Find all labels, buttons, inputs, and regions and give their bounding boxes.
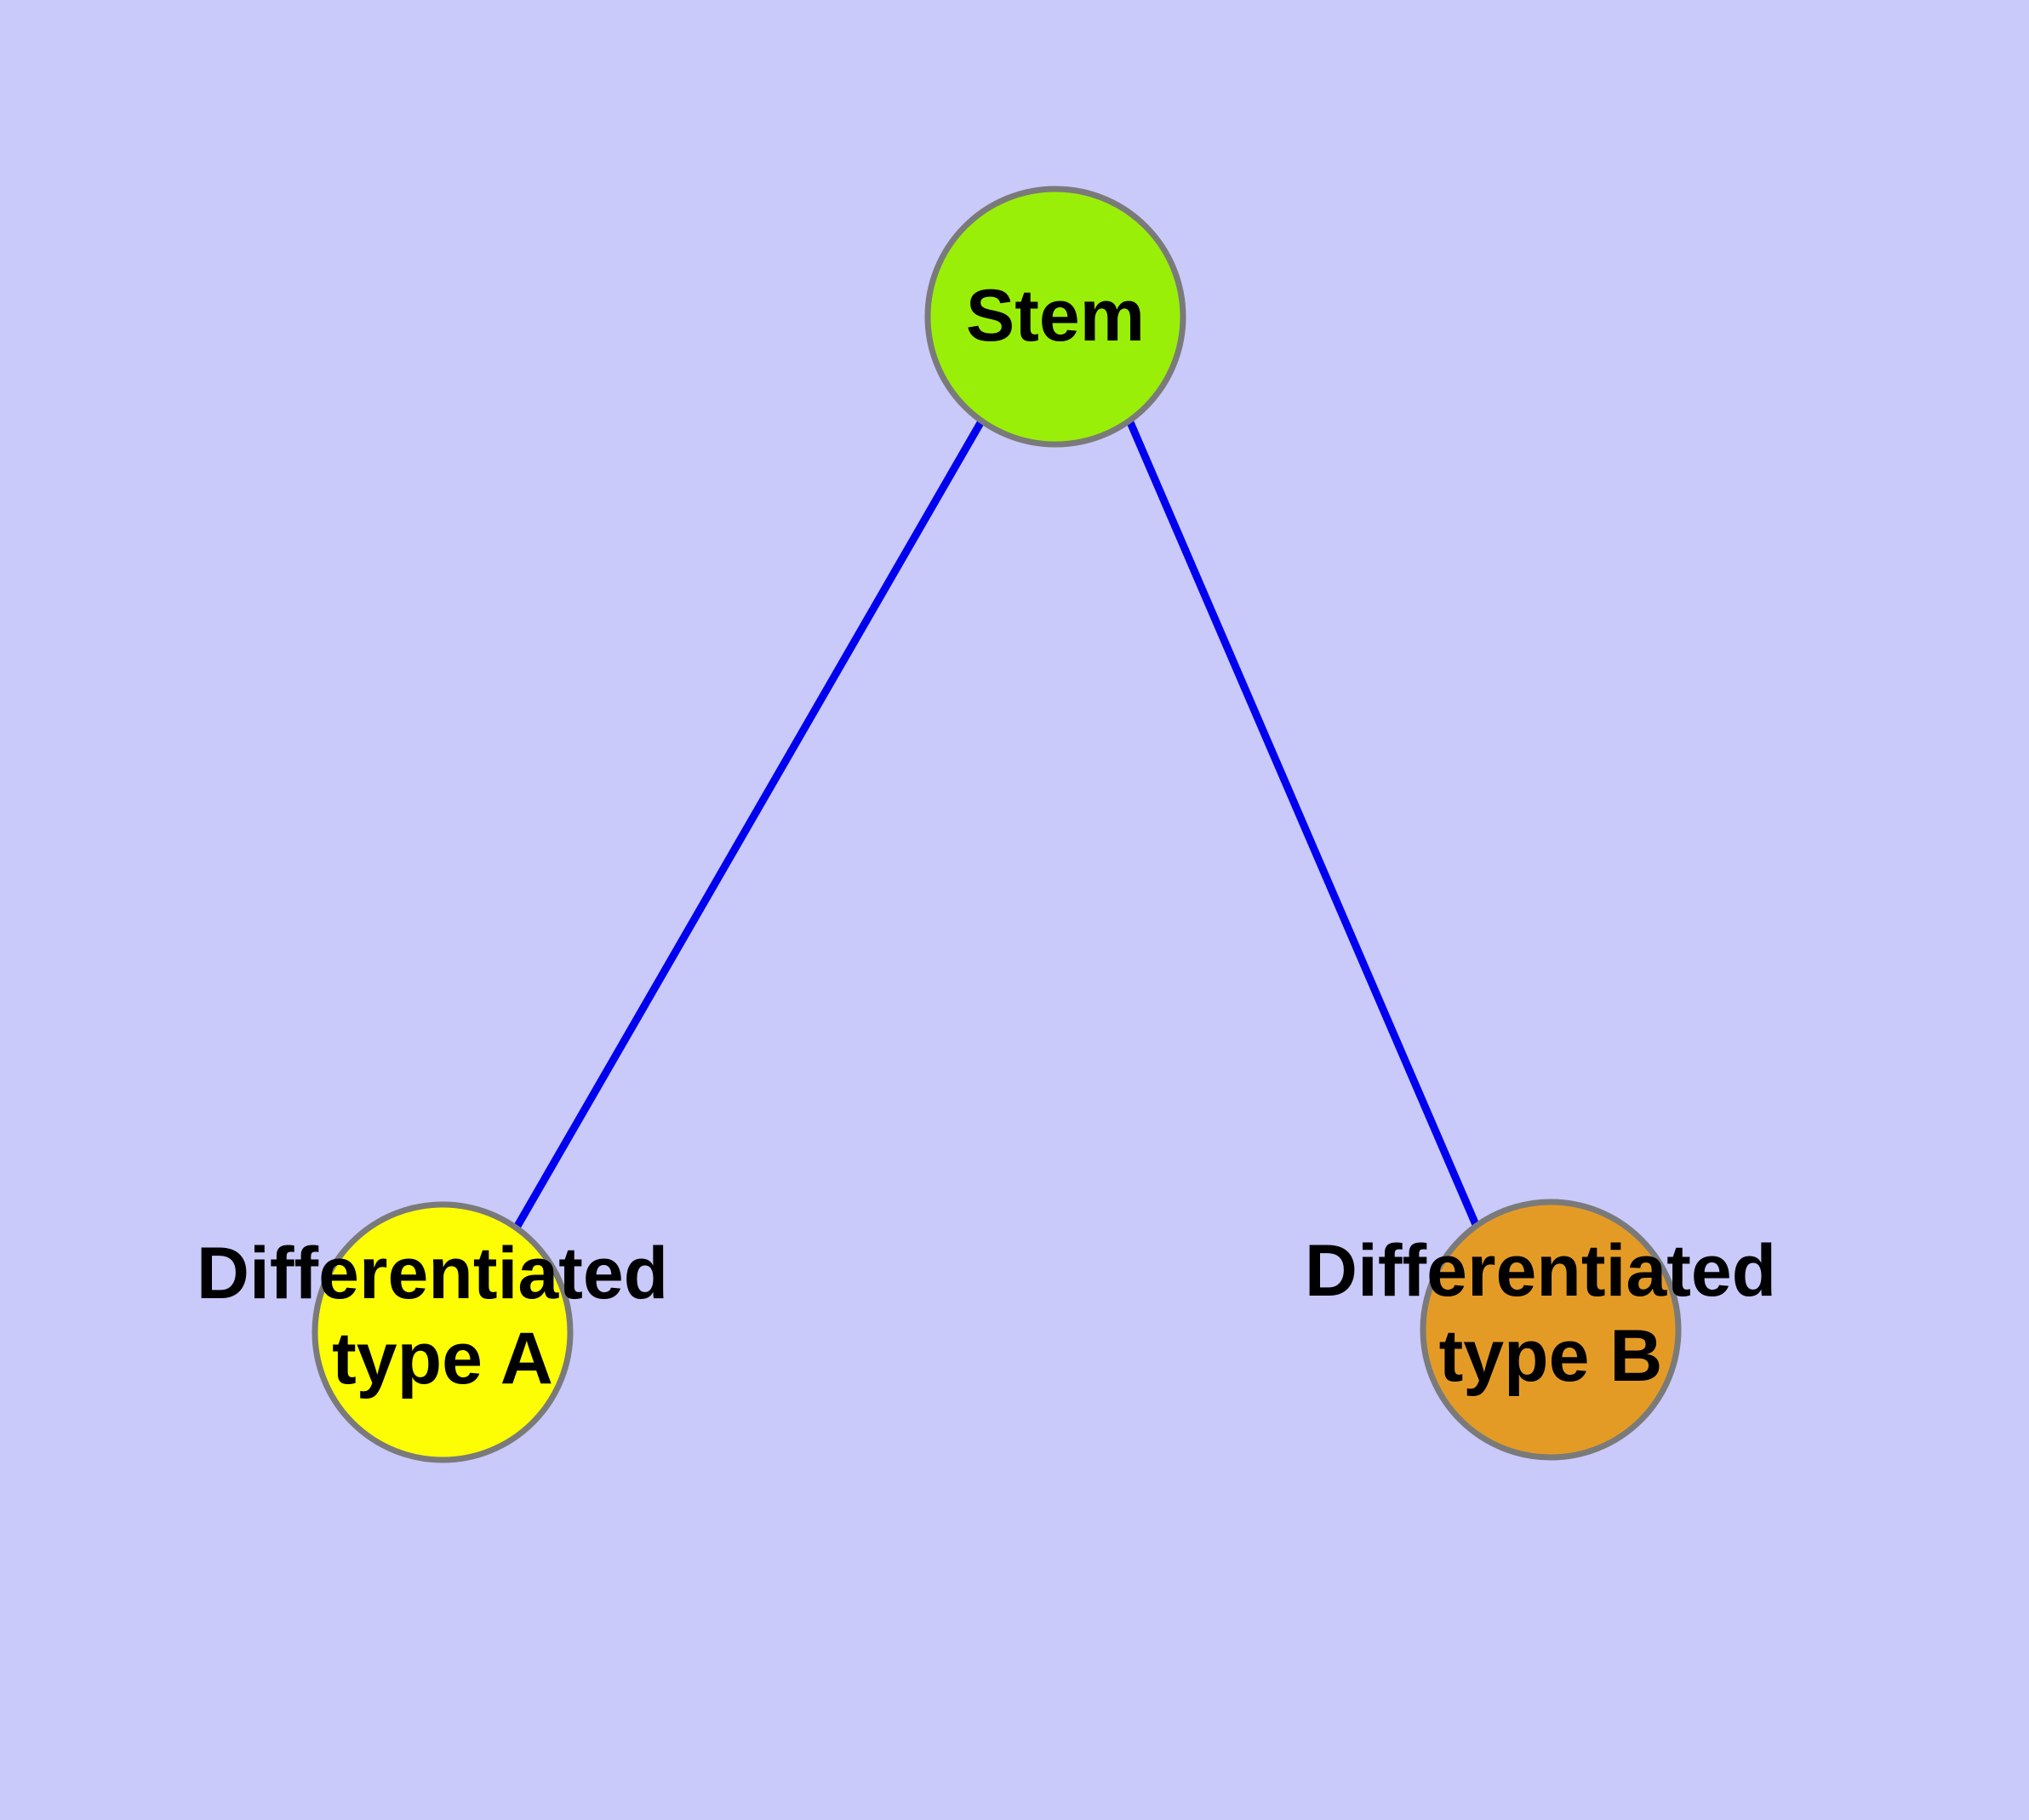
labels-group: Stem Differentiated type A Differentiate… — [197, 275, 1797, 1399]
node-differentiated-type-a-label-line-1: Differentiated — [197, 1233, 668, 1314]
node-differentiated-type-b-label-line-1: Differentiated — [1305, 1230, 1776, 1312]
node-differentiated-type-a-label-line-2: type A — [332, 1318, 553, 1399]
node-differentiated-type-a-label: Differentiated type A — [197, 1233, 689, 1399]
node-differentiated-type-b-circle[interactable] — [1420, 1199, 1682, 1461]
edge-stem-to-differentiated-type-a[interactable] — [513, 419, 985, 1230]
node-differentiated-type-a-circle[interactable] — [311, 1201, 574, 1463]
node-stem-circle[interactable] — [924, 186, 1186, 448]
edges-group — [513, 419, 1481, 1230]
node-stem-label: Stem — [966, 275, 1145, 357]
nodes-group — [311, 186, 1682, 1463]
edge-stem-to-differentiated-type-b[interactable] — [1126, 421, 1481, 1228]
node-differentiated-type-b-label: Differentiated type B — [1305, 1230, 1797, 1397]
node-stem-label-line-1: Stem — [966, 275, 1145, 357]
node-differentiated-type-b-label-line-2: type B — [1439, 1315, 1663, 1397]
